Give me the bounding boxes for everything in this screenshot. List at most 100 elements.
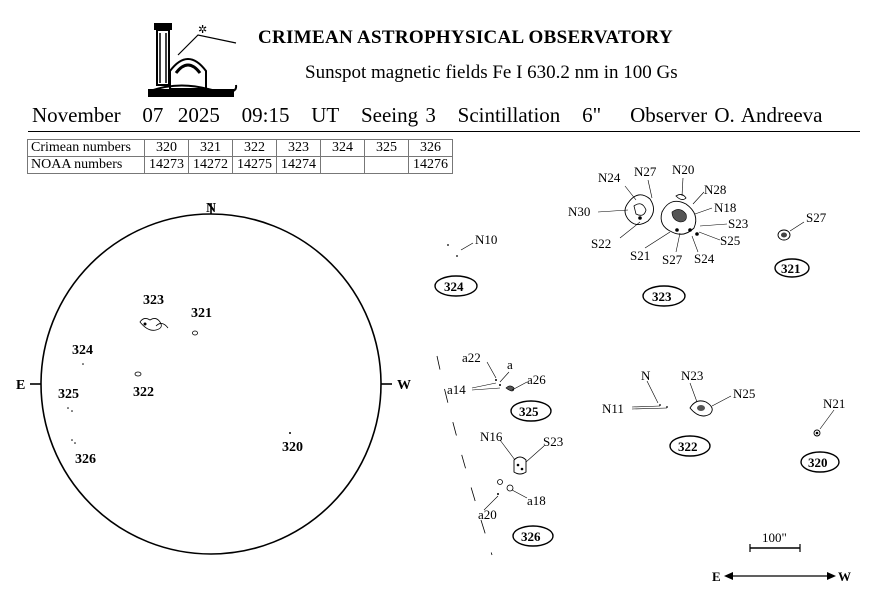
table-cell: 14273 [144,156,189,174]
field-label: S24 [694,251,715,266]
region-326-detail: N16 S23 a18 a20 326 [478,429,563,547]
disk-region-label: 320 [282,440,303,455]
spot-contour [513,456,527,475]
spot-contour [813,429,821,437]
table-cell: 326 [408,139,453,157]
field-label: S21 [630,248,650,263]
region-badge [800,451,840,473]
arrow-left-head [724,572,733,580]
region-badge-label: 325 [519,404,539,419]
disk-spot-323b [155,323,169,329]
disk-region-label: 324 [72,343,93,358]
spot-contour [506,484,514,492]
spot-dot [497,493,499,495]
field-label: a18 [527,493,546,508]
spot-dot [666,406,668,408]
orientation-arrow: E W [712,569,851,584]
region-325-detail: a22 a a26 a14 325 [436,350,552,556]
field-label: N30 [568,204,590,219]
table-row-crimean: Crimean numbers 320 321 322 323 324 325 … [27,139,453,157]
field-label: a26 [527,372,546,387]
disk-spot-326b [74,442,76,444]
spot-contour [633,203,647,216]
region-badge [774,258,810,278]
spot-contour [777,229,791,241]
field-label: a20 [478,507,497,522]
field-label: N24 [598,170,621,185]
obs-observer: O. Andreeva [714,103,823,127]
region-badge-label: 324 [444,279,464,294]
obs-scint: 6" [582,103,602,127]
west-label: W [397,378,411,393]
field-label: a [507,357,513,372]
field-label: N18 [714,200,736,215]
table-cell: 320 [144,139,189,157]
field-label: N25 [733,386,755,401]
region-badge [434,275,478,297]
spot-umbra [671,209,687,223]
spot-contour [497,479,503,485]
field-label: N [641,368,651,383]
limb-dashed [436,355,493,556]
region-badge [510,400,552,422]
field-label: S23 [728,216,748,231]
field-label: N20 [672,162,694,177]
spot-dot [499,384,501,386]
observation-line: November 07 2025 09:15 UT Seeing 3 Scint… [32,103,823,128]
disk-spot-324 [82,363,84,365]
disk-spot-320 [289,432,291,434]
region-badge [669,435,711,457]
disk-spot-323 [139,318,162,331]
leader-line [460,242,474,251]
region-badge [512,525,554,547]
spot-dot [520,467,524,471]
spot-dot [447,244,449,246]
field-label: S22 [591,236,611,251]
table-cell: 322 [232,139,277,157]
region-badge-label: 321 [781,261,801,276]
table-cell: 14276 [408,156,453,174]
orientation-e-label: E [712,569,721,584]
disk-region-label: 323 [143,293,164,308]
header-rule [28,131,860,132]
spot-umbra [781,232,787,238]
field-label: N10 [475,232,497,247]
disk-spot-322 [134,371,142,377]
region-320-detail: N21 320 [800,396,845,473]
leader-lines [631,380,732,410]
table-row-label: Crimean numbers [27,139,145,157]
scale-label: 100" [762,530,787,545]
spot-umbra [697,405,705,411]
obs-observer-label: Observer [630,103,708,127]
leader-lines [471,361,528,391]
spot-dot [688,228,692,232]
region-badge-label: 320 [808,455,828,470]
north-label: N [206,201,216,216]
obs-seeing-label: Seeing [360,103,419,127]
field-label: S27 [662,252,683,267]
field-label: N27 [634,164,657,179]
spot-contour [624,194,654,225]
leader-lines [597,177,728,253]
obs-ut: UT [311,103,340,127]
field-label: a14 [447,382,466,397]
region-324-detail: N10 324 [434,232,497,297]
spot-dot [495,379,497,381]
leader-lines [483,439,545,511]
spot-dot [516,463,520,467]
disk-spot-326 [71,439,73,441]
field-label: S23 [543,434,563,449]
scale-bar: 100" [749,530,801,552]
spot-contour [675,194,687,200]
region-321-detail: S27 321 [774,210,827,278]
region-323-detail: N24 N27 N20 N28 N18 S23 S25 N30 S22 S21 … [568,162,748,307]
spot-dot [695,232,699,236]
disk-spot-325b [71,410,73,412]
obs-time: 09:15 [241,103,290,127]
spot-dot [638,216,642,220]
field-label: N23 [681,368,703,383]
spot-contour [505,385,515,392]
obs-month: November [32,103,121,127]
table-row-noaa: NOAA numbers 14273 14272 14275 14274 142… [27,156,453,174]
disk-spot-321 [192,330,198,336]
